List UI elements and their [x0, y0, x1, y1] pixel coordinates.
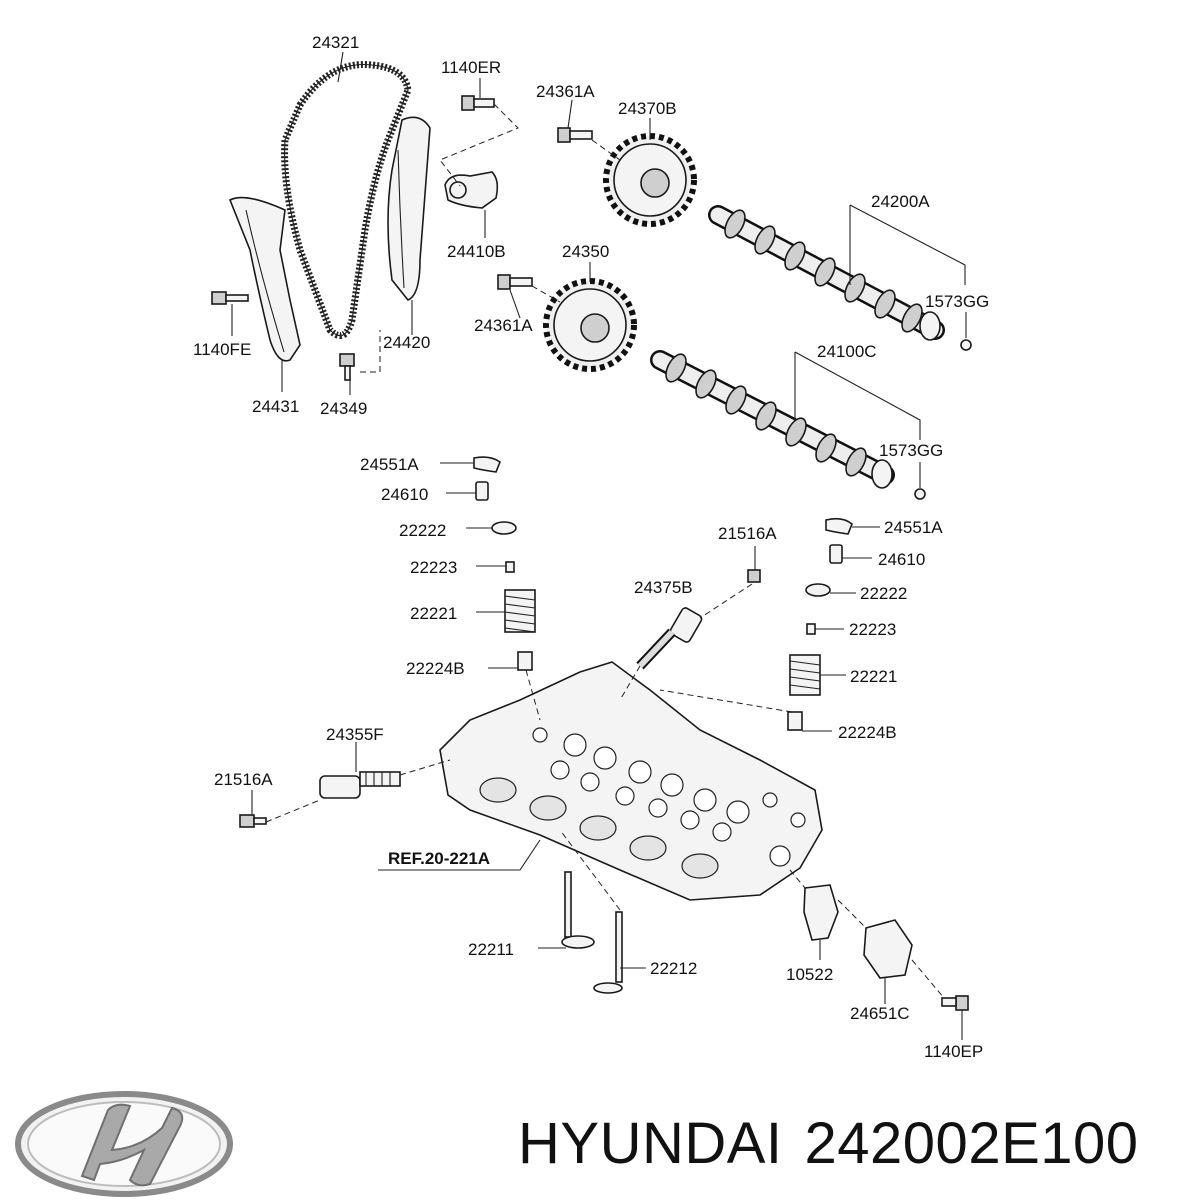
- spring-retainer: [805, 583, 831, 597]
- cylinder-head: [439, 661, 823, 901]
- intake-camshaft: [650, 350, 895, 489]
- label-22222-right: 22222: [860, 584, 907, 603]
- label-1140ep: 1140EP: [924, 1042, 983, 1061]
- label-24610-right: 24610: [878, 550, 925, 569]
- label-24349: 24349: [320, 399, 367, 418]
- tensioner-arm: [228, 196, 301, 362]
- label-24375b: 24375B: [634, 578, 693, 597]
- label-24551a-left: 24551A: [360, 455, 419, 474]
- label-1573gg-top: 1573GG: [925, 292, 989, 311]
- part-caption: HYUNDAI 242002E100: [518, 1110, 1161, 1177]
- label-22221-right: 22221: [850, 667, 897, 686]
- bolt-icon: [557, 127, 593, 143]
- bolt-icon: [941, 995, 969, 1011]
- label-24355f: 24355F: [326, 725, 384, 744]
- label-24200a: 24200A: [871, 192, 930, 211]
- rocker-arm: [825, 517, 853, 535]
- label-21516a-left: 21516A: [214, 770, 273, 789]
- label-1140er: 1140ER: [441, 58, 501, 77]
- chain-tensioner: [444, 171, 499, 209]
- label-22221-left: 22221: [410, 604, 457, 623]
- bolt-icon: [339, 353, 355, 381]
- plug-icon: [914, 488, 926, 500]
- exhaust-valve: [593, 911, 623, 994]
- bolt-icon: [747, 569, 761, 583]
- intake-valve: [561, 871, 595, 949]
- label-24370b: 24370B: [618, 99, 677, 118]
- oil-control-valve: [319, 771, 401, 799]
- valve-stem-seal: [517, 651, 533, 671]
- label-22224b-left: 22224B: [406, 659, 465, 678]
- valve-cotter: [806, 623, 816, 635]
- valve-spring: [789, 654, 821, 696]
- valve-cotter: [505, 561, 515, 573]
- label-1573gg-bottom: 1573GG: [879, 441, 943, 460]
- label-24321: 24321: [312, 33, 359, 52]
- bolt-icon: [497, 274, 533, 290]
- label-22223-left: 22223: [410, 558, 457, 577]
- label-22211: 22211: [468, 940, 514, 959]
- label-24551a-right: 24551A: [884, 518, 943, 537]
- label-22222-left: 22222: [399, 521, 446, 540]
- label-1140fe: 1140FE: [193, 340, 251, 359]
- gasket: [803, 884, 839, 941]
- label-24651c: 24651C: [850, 1004, 910, 1023]
- plug-icon: [960, 339, 972, 351]
- label-24350: 24350: [562, 242, 609, 261]
- brand-name: HYUNDAI: [518, 1111, 783, 1176]
- exhaust-sprocket: [603, 133, 697, 227]
- rear-cover: [863, 919, 913, 979]
- chain-guide: [387, 116, 431, 301]
- label-24100c: 24100C: [817, 342, 877, 361]
- bolt-icon: [211, 291, 249, 305]
- label-10522: 10522: [786, 965, 833, 984]
- intake-sprocket: [543, 278, 637, 372]
- label-22224b-right: 22224B: [838, 723, 897, 742]
- label-24420: 24420: [383, 333, 430, 352]
- exhaust-camshaft: [708, 205, 945, 341]
- valve-spring: [504, 589, 536, 633]
- label-22212: 22212: [650, 959, 697, 978]
- part-number: 242002E100: [804, 1111, 1139, 1176]
- timing-chain: [281, 61, 412, 340]
- oil-control-valve: [636, 607, 703, 670]
- label-24410b: 24410B: [447, 242, 506, 261]
- rocker-arm: [473, 456, 501, 473]
- label-24361a-top: 24361A: [536, 82, 595, 101]
- hyundai-logo-icon: [15, 1091, 233, 1197]
- bolt-icon: [461, 95, 495, 111]
- label-22223-right: 22223: [849, 620, 896, 639]
- spring-retainer: [491, 521, 517, 535]
- bolt-icon: [239, 814, 267, 828]
- label-24361a-mid: 24361A: [474, 316, 533, 335]
- label-24610-left: 24610: [381, 485, 428, 504]
- label-21516a-right: 21516A: [718, 524, 777, 543]
- lash-adjuster: [829, 544, 843, 564]
- valve-stem-seal: [787, 711, 803, 731]
- label-24431: 24431: [252, 397, 299, 416]
- lash-adjuster: [475, 481, 489, 501]
- leader-lines: [231, 51, 967, 1040]
- reference-label: REF.20-221A: [388, 849, 490, 868]
